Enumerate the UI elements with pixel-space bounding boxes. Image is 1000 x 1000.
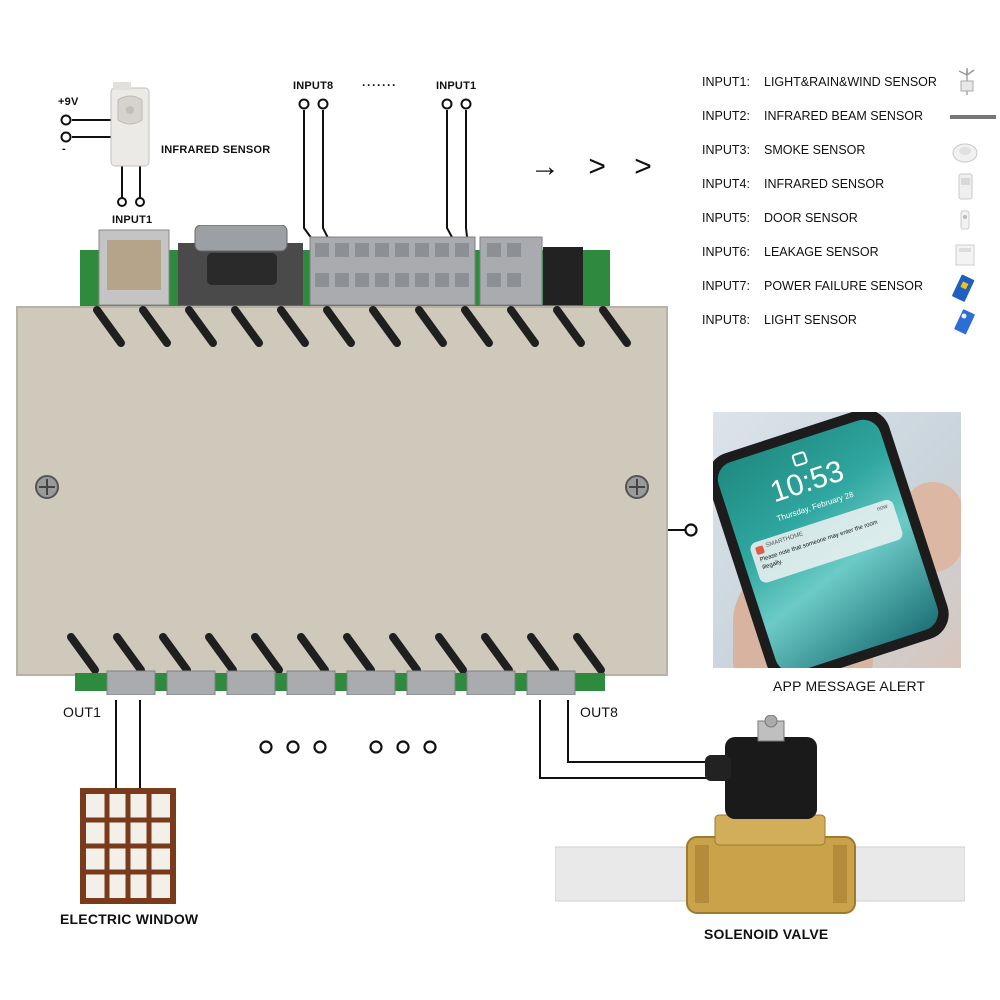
enclosure-screws — [35, 475, 649, 499]
sensor-key: INPUT8: — [702, 313, 750, 327]
pir-sensor-icon — [958, 173, 973, 200]
light-sensor-module-icon — [954, 309, 975, 335]
sensor-name: INFRARED SENSOR — [764, 177, 885, 191]
pir-sensor-label: INFRARED SENSOR — [161, 144, 271, 156]
top-vents — [93, 306, 631, 347]
power-minus-label: - — [62, 143, 66, 155]
pir-sensor-device — [110, 82, 150, 167]
pipe-right — [844, 846, 965, 902]
sensor-name: LEAKAGE SENSOR — [764, 245, 879, 259]
solenoid-valve — [555, 715, 965, 914]
electric-window — [80, 788, 176, 904]
input8-terminal-a — [298, 98, 310, 110]
notification-time: now — [876, 503, 889, 513]
pir-input-label: INPUT1 — [112, 214, 153, 226]
sensor-name: POWER FAILURE SENSOR — [764, 279, 924, 293]
sensor-key: INPUT5: — [702, 211, 750, 225]
sensor-name: DOOR SENSOR — [764, 211, 858, 225]
door-sensor-icon — [960, 210, 970, 230]
window-label: ELECTRIC WINDOW — [60, 911, 199, 927]
out1-wires — [115, 700, 141, 790]
power-plus-label: +9V — [58, 96, 79, 108]
phone-connector-terminal — [684, 523, 698, 537]
input1-label: INPUT1 — [436, 80, 477, 92]
pir-terminal-b — [135, 197, 145, 207]
sensor-key: INPUT6: — [702, 245, 750, 259]
output-terminal-blocks — [106, 670, 576, 695]
weather-station-icon — [958, 68, 975, 95]
leak-sensor-icon — [955, 244, 975, 266]
pir-power-wires — [72, 119, 112, 138]
sensor-name: LIGHT SENSOR — [764, 313, 857, 327]
sensor-key: INPUT3: — [702, 143, 750, 157]
sensor-key: INPUT1: — [702, 75, 750, 89]
pipe-left — [555, 846, 696, 902]
input8-label: INPUT8 — [293, 80, 334, 92]
out1-label: OUT1 — [63, 704, 102, 720]
input1-terminal-a — [441, 98, 453, 110]
beam-sensor-icon — [950, 115, 996, 119]
sensor-key: INPUT4: — [702, 177, 750, 191]
sensor-name: SMOKE SENSOR — [764, 143, 866, 157]
bottom-vents — [67, 633, 605, 674]
pir-output-wires — [121, 165, 141, 198]
output-ellipsis-dots — [259, 740, 437, 754]
valve-label: SOLENOID VALVE — [704, 926, 829, 942]
out8-label: OUT8 — [580, 704, 619, 720]
pir-terminal-a — [117, 197, 127, 207]
power-terminal-minus — [60, 131, 72, 143]
flow-arrows: → > > — [530, 150, 662, 183]
power-terminal-plus — [60, 114, 72, 126]
sensor-key: INPUT2: — [702, 109, 750, 123]
phone-caption: APP MESSAGE ALERT — [773, 678, 926, 694]
sensor-key: INPUT7: — [702, 279, 750, 293]
app-icon — [754, 545, 766, 556]
input1-terminal-b — [460, 98, 472, 110]
phone-photo: 10:53 Thursday, February 28 SMARTHOME no… — [713, 412, 961, 668]
smoke-detector-icon — [952, 143, 978, 163]
sensor-name: INFRARED BEAM SENSOR — [764, 109, 924, 123]
power-failure-module-icon — [952, 274, 975, 302]
input-ellipsis: ······· — [362, 78, 397, 92]
sensor-name: LIGHT&RAIN&WIND SENSOR — [764, 75, 937, 89]
out8-wires — [539, 700, 708, 779]
controller-device — [16, 225, 668, 695]
input8-terminal-b — [317, 98, 329, 110]
